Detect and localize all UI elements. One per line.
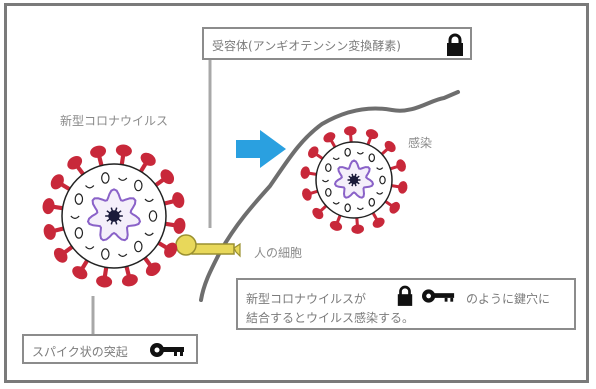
caption-box: 新型コロナウイルスが のように鍵穴に 結合するとウイルス感染する。 bbox=[236, 278, 576, 330]
infection-label: 感染 bbox=[408, 136, 433, 150]
receptor-callout: 受容体(アンギオテンシン変換酵素) bbox=[202, 27, 472, 60]
key-icon bbox=[150, 343, 184, 357]
receptor-label: 受容体(アンギオテンシン変換酵素) bbox=[212, 39, 401, 53]
virus-label: 新型コロナウイルス bbox=[60, 114, 169, 128]
padlock-icon bbox=[397, 285, 413, 306]
spike-callout: スパイク状の突起 bbox=[22, 334, 198, 364]
cell-label: 人の細胞 bbox=[254, 246, 303, 260]
spike-label: スパイク状の突起 bbox=[32, 345, 128, 359]
caption-line1-prefix: 新型コロナウイルスが bbox=[246, 292, 367, 306]
virus-large bbox=[42, 144, 186, 288]
virus-infected bbox=[300, 126, 408, 234]
caption-line2: 結合するとウイルス感染する。 bbox=[246, 311, 415, 325]
padlock-icon bbox=[447, 33, 463, 56]
key-icon bbox=[422, 289, 455, 303]
infection-arrow bbox=[236, 130, 286, 168]
caption-line1-suffix: のように鍵穴に bbox=[466, 292, 551, 306]
